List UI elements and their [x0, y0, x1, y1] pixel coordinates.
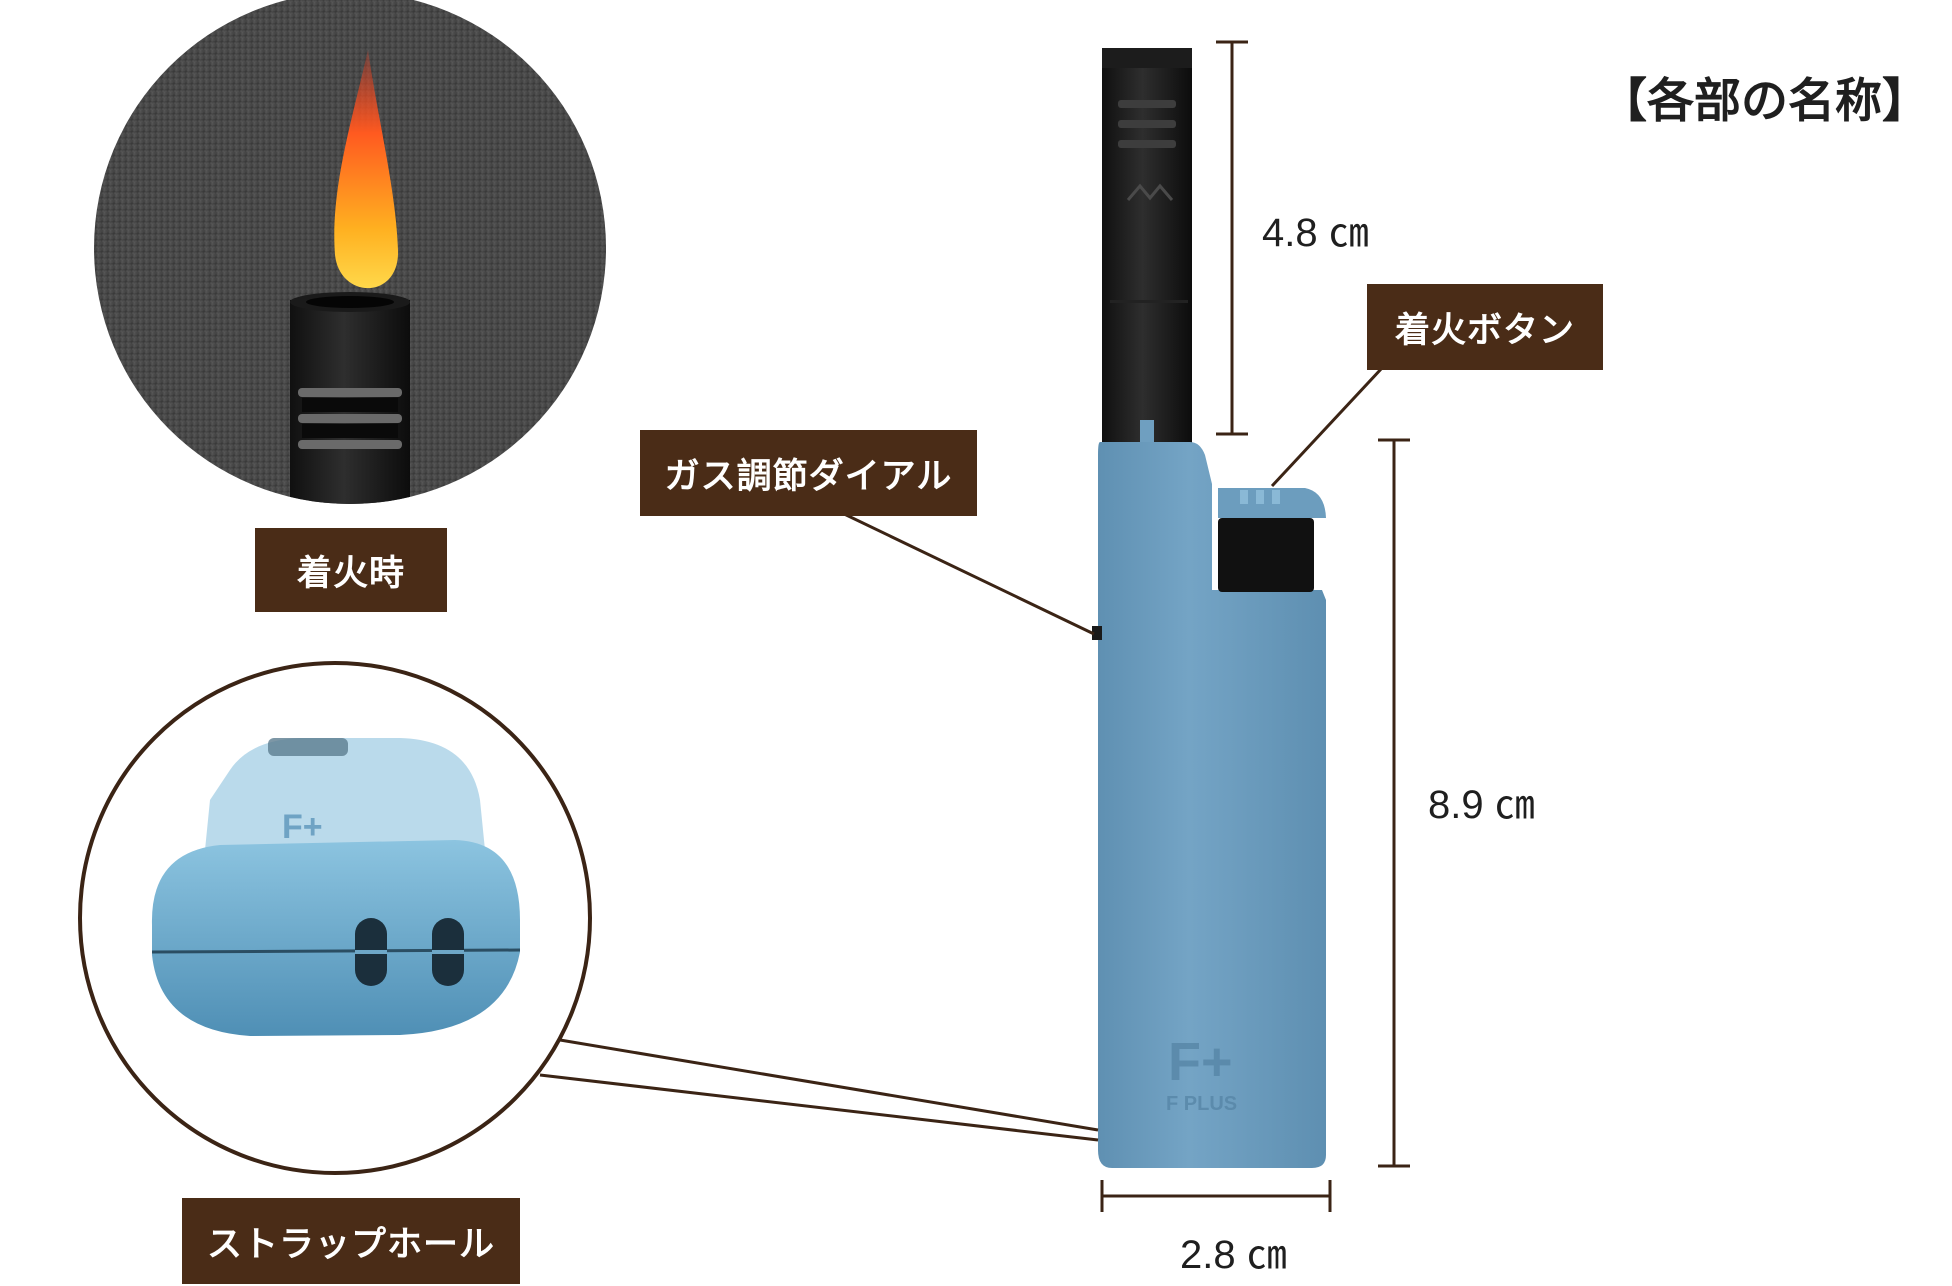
fplus-logo-icon: F+	[1168, 1032, 1233, 1092]
strap-hole-label: ストラップホール	[182, 1198, 520, 1284]
strap-hole-closeup-image: F+	[78, 661, 592, 1175]
brand-logo-text: F PLUS	[1166, 1093, 1237, 1115]
ignition-button-label: 着火ボタン	[1367, 284, 1603, 370]
gas-dial-label: ガス調節ダイアル	[640, 430, 977, 516]
dimension-lines	[1100, 40, 1410, 1212]
body-height-dimension: 8.9 ㎝	[1428, 783, 1535, 827]
ignition-closeup-image	[94, 0, 606, 504]
lighter-image: F+ F PLUS	[1092, 48, 1326, 1168]
ignition-label: 着火時	[255, 528, 447, 612]
nozzle-length-dimension: 4.8 ㎝	[1262, 211, 1369, 255]
flame-icon	[334, 50, 399, 289]
body-width-dimension: 2.8 ㎝	[1180, 1233, 1287, 1277]
leader-lines	[539, 366, 1384, 1142]
fplus-logo-icon: F+	[282, 808, 323, 846]
page-title: 【各部の名称】	[1600, 74, 1929, 129]
